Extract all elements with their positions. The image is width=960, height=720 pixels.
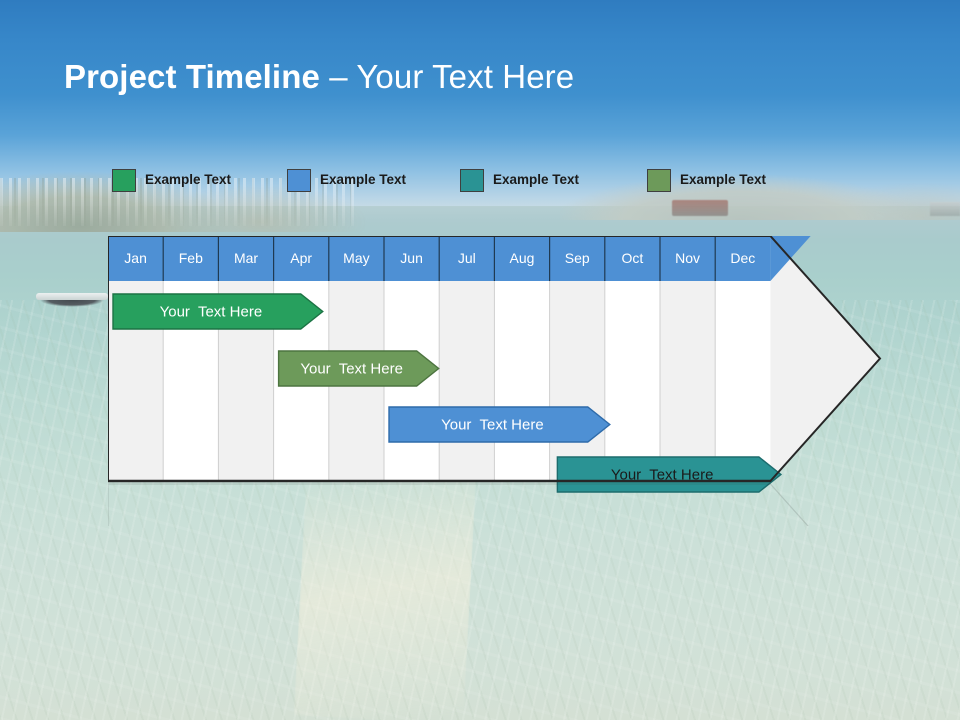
task-bar-3[interactable]: Your Text Here <box>388 406 611 443</box>
month-label-Nov: Nov <box>675 250 700 266</box>
background-hills-right <box>560 150 960 220</box>
month-label-May: May <box>343 250 369 266</box>
task-bar-shape-1 <box>112 293 324 330</box>
month-label-Mar: Mar <box>234 250 258 266</box>
chart-reflection-outline <box>108 483 809 526</box>
month-label-Feb: Feb <box>179 250 203 266</box>
task-bar-2[interactable]: Your Text Here <box>277 350 440 387</box>
title-light: Your Text Here <box>356 58 575 95</box>
task-bar-4[interactable]: Your Text Here <box>556 456 783 493</box>
task-bar-label-2: Your Text Here <box>300 360 403 377</box>
background-hills-left <box>0 140 390 232</box>
month-label-Apr: Apr <box>290 250 312 266</box>
legend-swatch-icon-1 <box>112 169 136 192</box>
chart-reflection <box>108 483 809 526</box>
task-bar-shape-3 <box>388 406 611 443</box>
task-bar-label-4: Your Text Here <box>611 466 714 483</box>
month-label-Jan: Jan <box>124 250 147 266</box>
background-boat-left <box>30 284 114 310</box>
column-band-Sep <box>549 281 605 481</box>
month-label-Aug: Aug <box>510 250 535 266</box>
month-label-Jun: Jun <box>400 250 423 266</box>
legend-swatch-icon-4 <box>647 169 671 192</box>
legend-label-2: Example Text <box>320 172 407 187</box>
task-bar-1[interactable]: Your Text Here <box>112 293 324 330</box>
month-label-Sep: Sep <box>565 250 590 266</box>
legend-label-4: Example Text <box>680 172 767 187</box>
chart-outline <box>108 236 882 482</box>
column-band-Aug <box>494 281 550 481</box>
gantt-chart-svg: Jan Feb Mar Apr May Jun Jul Aug Sep Oct Nov DecYour… <box>108 236 882 526</box>
legend-swatch-icon-2 <box>287 169 311 192</box>
column-band-Oct <box>604 281 660 481</box>
task-bar-label-3: Your Text Here <box>441 416 544 433</box>
background-boat-distant <box>930 202 960 216</box>
page-title: Project Timeline – Your Text Here <box>64 58 574 96</box>
legend-label-3: Example Text <box>493 172 580 187</box>
month-label-Jul: Jul <box>458 250 476 266</box>
column-band-Nov <box>660 281 716 481</box>
month-label-Oct: Oct <box>622 250 644 266</box>
legend-label-1: Example Text <box>145 172 232 187</box>
title-strong: Project Timeline <box>64 58 320 95</box>
column-band-Jul <box>439 281 495 481</box>
legend-swatch-icon-3 <box>460 169 484 192</box>
task-bar-shape-2 <box>277 350 440 387</box>
title-dash: – <box>319 58 357 95</box>
task-bar-label-1: Your Text Here <box>160 303 263 320</box>
month-label-Dec: Dec <box>730 250 755 266</box>
task-bar-shape-4 <box>556 456 783 493</box>
background-boat-right <box>672 200 728 216</box>
column-band-Dec <box>715 281 771 481</box>
